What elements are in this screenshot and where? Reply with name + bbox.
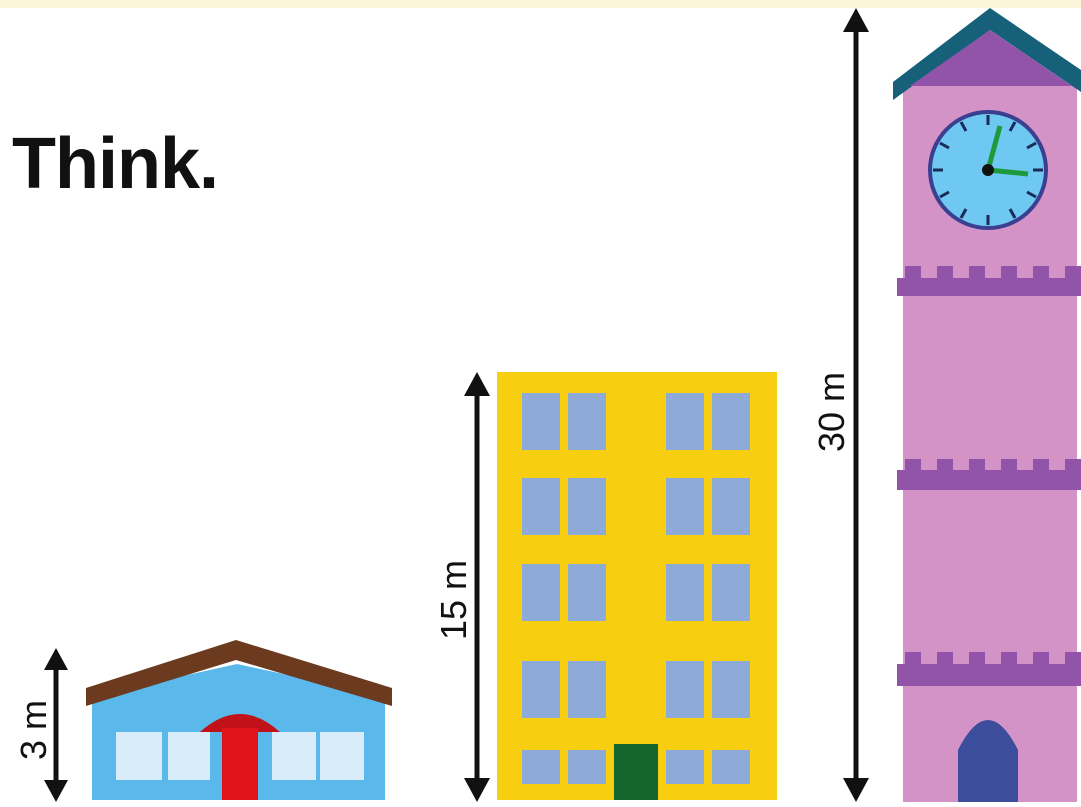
clock-tower [893,8,1081,802]
apartment-height-label: 15 m [433,560,474,640]
house-height-label: 3 m [13,700,54,760]
tower-height-label: 30 m [811,372,852,452]
clock-icon [930,112,1046,228]
house [86,640,392,800]
apartment-door [614,744,658,800]
apartment-block [497,372,777,800]
house-door [222,728,258,800]
